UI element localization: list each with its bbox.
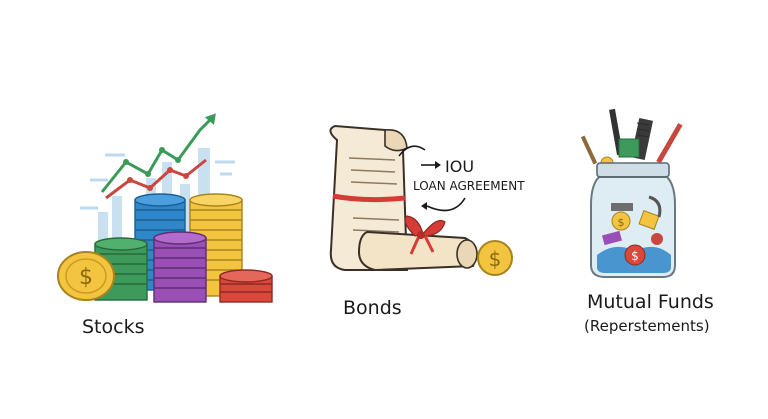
mutual-funds-panel: $ $ [575, 105, 695, 285]
bonds-label: Bonds [343, 297, 402, 319]
chart-bar [98, 212, 108, 262]
red-trend-line [105, 158, 207, 200]
jar-of-assets-icon: $ $ [580, 108, 683, 278]
coin-symbol: $ [489, 247, 502, 271]
coin-stacks-icon: $ [57, 193, 273, 303]
loan-agreement-text: LOAN AGREEMENT [413, 179, 525, 193]
stocks-panel: $ [50, 100, 290, 330]
stocks-label: Stocks [82, 316, 145, 338]
mutual-funds-label: Mutual Funds [587, 291, 714, 313]
coin-symbol: $ [79, 265, 93, 290]
iou-text: IOU [445, 157, 474, 176]
scroll-document-icon: $ IOU LOAN AGREEMENT [329, 124, 525, 276]
coin-symbol: $ [618, 216, 625, 229]
chart-bar [112, 196, 122, 262]
bonds-panel: $ IOU LOAN AGREEMENT [315, 120, 545, 300]
mutual-funds-sublabel: (Reperstements) [584, 317, 710, 335]
dollar-coin-icon: $ [477, 240, 513, 276]
dollar-coin-icon: $ [57, 251, 115, 301]
coin-symbol: $ [631, 249, 639, 263]
